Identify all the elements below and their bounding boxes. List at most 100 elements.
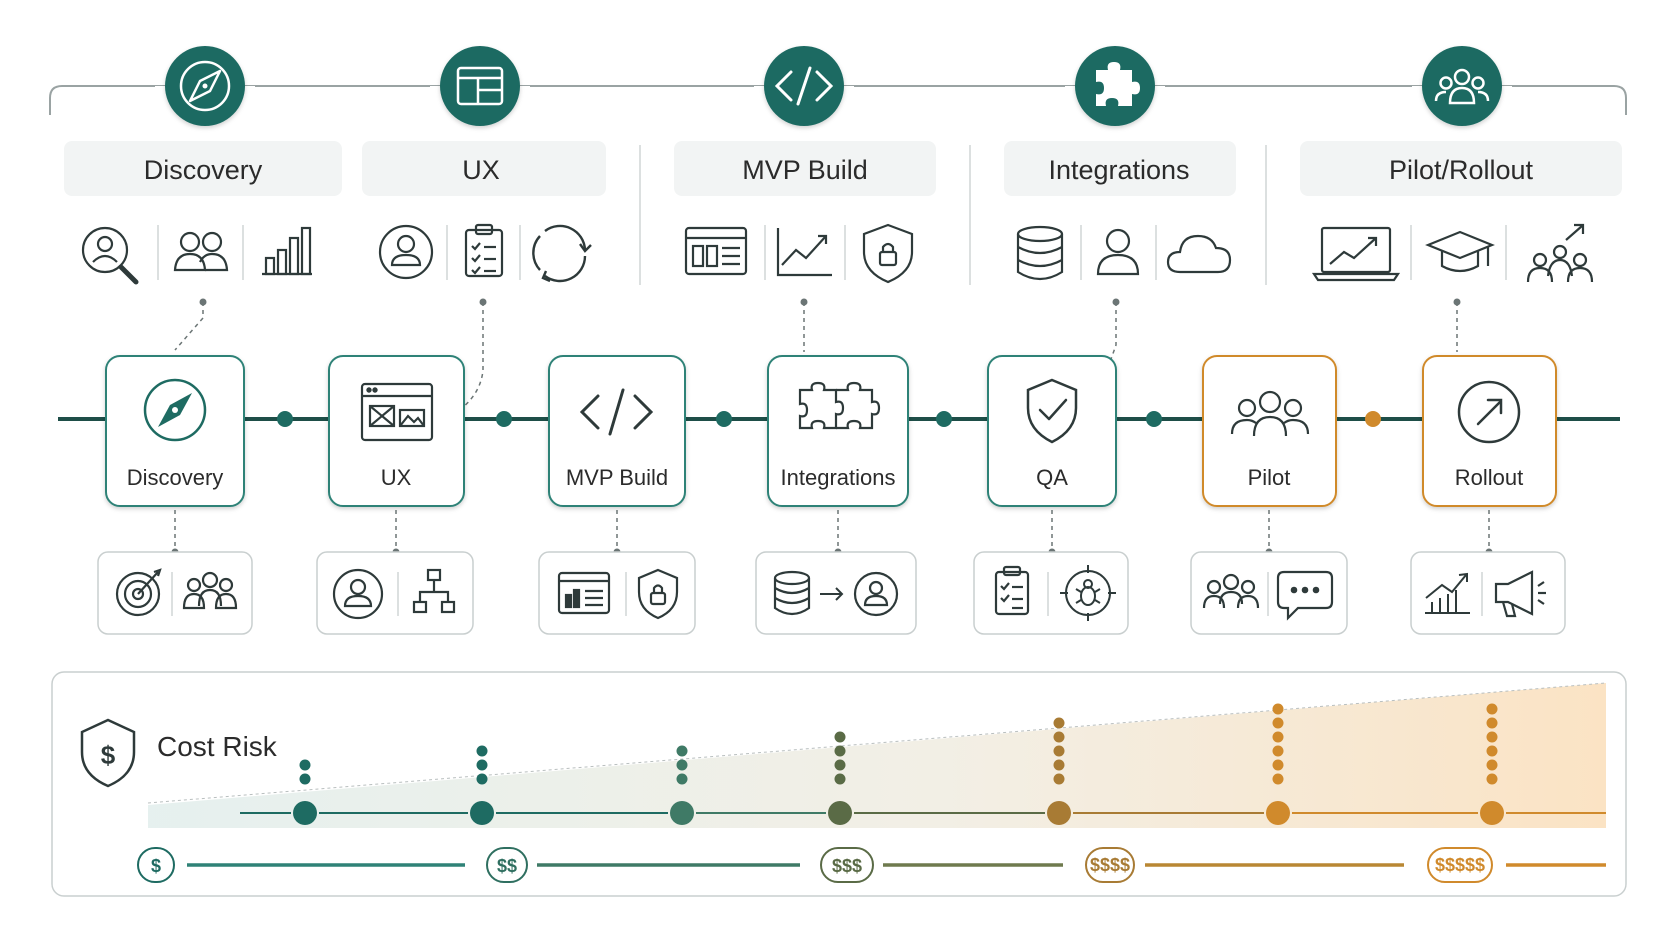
cost-risk-title: Cost Risk <box>157 731 278 762</box>
user-circle-icon <box>853 571 899 617</box>
arrow-right-icon <box>820 587 844 601</box>
phase-title: MVP Build <box>742 155 868 185</box>
arrow-up-right-icon <box>1457 380 1521 444</box>
stage-integrations[interactable]: Integrations <box>767 355 909 507</box>
risk-dot <box>834 745 846 757</box>
risk-dot <box>1053 745 1065 757</box>
stage-timeline: Discovery UX MV <box>58 355 1620 556</box>
cost-level-2: $$ <box>486 847 528 883</box>
stage-label: Integrations <box>781 465 896 490</box>
risk-dot <box>676 773 688 785</box>
user-circle-icon <box>332 568 384 620</box>
layout-icon <box>440 46 520 126</box>
phase-label-box <box>1300 141 1622 196</box>
stage-rollout[interactable]: Rollout <box>1422 355 1557 507</box>
cost-level-3: $$$ <box>820 847 874 883</box>
shield-lock-icon <box>637 568 679 620</box>
stage-qa[interactable]: QA <box>987 355 1117 507</box>
detail-card-discovery <box>97 551 253 635</box>
cost-level-1: $ <box>137 847 175 883</box>
dashboard-window-icon <box>557 571 611 615</box>
team-growth-icon <box>1526 223 1594 283</box>
shield-dollar-icon: $ <box>80 718 136 788</box>
user-search-icon <box>81 226 139 285</box>
team-icon <box>182 571 238 610</box>
code-icon <box>764 46 844 126</box>
stage-label: MVP Build <box>566 465 668 490</box>
group-icon <box>1230 390 1310 437</box>
stage-ux[interactable]: UX <box>328 355 465 507</box>
phase-ux: UX <box>362 46 606 283</box>
database-icon <box>1016 225 1064 281</box>
risk-dot <box>676 745 688 757</box>
phase-header: Discovery <box>49 46 1627 409</box>
cost-level-4: $$$$ <box>1085 847 1135 883</box>
laptop-chart-icon <box>1311 226 1401 282</box>
puzzle-icon <box>1075 46 1155 126</box>
detail-card-ux <box>316 551 474 635</box>
phase-integrations: Integrations <box>1004 46 1236 281</box>
chat-bubble-icon <box>1276 570 1334 621</box>
phase-label-box <box>1004 141 1236 196</box>
risk-dot <box>1053 773 1065 785</box>
stage-discovery[interactable]: Discovery <box>105 355 245 507</box>
risk-dot <box>1486 745 1498 757</box>
risk-dot <box>676 759 688 771</box>
sitemap-icon <box>412 568 456 614</box>
detail-card-pilot <box>1190 551 1348 635</box>
risk-dot <box>1486 759 1498 771</box>
svg-text:$: $ <box>101 740 116 770</box>
risk-anchor-dot <box>670 801 694 825</box>
detail-card-rollout <box>1410 551 1566 635</box>
risk-dot-column <box>293 759 317 825</box>
phase-label-box <box>64 141 342 196</box>
database-icon <box>773 570 811 616</box>
cloud-icon <box>1166 234 1232 274</box>
cost-level-track: $ $$ $$$ $$$$ $$$$$ <box>137 847 1606 883</box>
cost-risk-panel: $ Cost Risk $ $$ $$$ $$$$ <box>51 671 1627 897</box>
phase-title: UX <box>462 155 500 185</box>
risk-dot <box>1053 717 1065 729</box>
detail-card-qa <box>973 551 1129 635</box>
risk-dot <box>299 759 311 771</box>
risk-dot-columns <box>240 703 1606 825</box>
risk-dot <box>1053 731 1065 743</box>
detail-card-integrations <box>755 551 917 635</box>
trend-line-icon <box>776 228 832 277</box>
stage-mvp-build[interactable]: MVP Build <box>548 355 686 507</box>
checklist-icon <box>994 565 1030 616</box>
risk-dot-column <box>670 745 694 825</box>
risk-anchor-dot <box>293 801 317 825</box>
checklist-icon <box>464 223 504 278</box>
svg-text:$: $ <box>151 856 161 876</box>
risk-dot-column <box>1480 703 1504 825</box>
risk-dot <box>1486 703 1498 715</box>
risk-dot <box>834 759 846 771</box>
timeline-connector-dots <box>277 411 1381 427</box>
stage-label: Discovery <box>127 465 224 490</box>
user-circle-icon <box>378 224 434 280</box>
risk-dot <box>476 773 488 785</box>
phase-pilot-rollout: Pilot/Rollout <box>1300 46 1622 283</box>
target-icon <box>115 568 162 617</box>
refresh-cycle-icon <box>532 224 592 283</box>
phase-mvp-build: MVP Build <box>674 46 936 284</box>
svg-text:$$$$$: $$$$$ <box>1435 855 1485 875</box>
team-icon <box>1202 573 1260 609</box>
detail-card-mvp-build <box>538 551 696 635</box>
code-icon <box>579 388 654 436</box>
shield-check-icon <box>1026 378 1078 444</box>
risk-dot <box>1486 717 1498 729</box>
risk-dot <box>476 759 488 771</box>
risk-dot <box>1272 717 1284 729</box>
risk-dot <box>1053 759 1065 771</box>
phase-label-box <box>674 141 936 196</box>
stage-pilot[interactable]: Pilot <box>1202 355 1337 507</box>
risk-dot-column <box>1047 717 1071 825</box>
risk-anchor-dot <box>470 801 494 825</box>
graduation-cap-icon <box>1425 230 1495 273</box>
risk-dot <box>1272 703 1284 715</box>
bar-chart-icon <box>262 226 312 276</box>
detail-connectors <box>174 510 1490 549</box>
